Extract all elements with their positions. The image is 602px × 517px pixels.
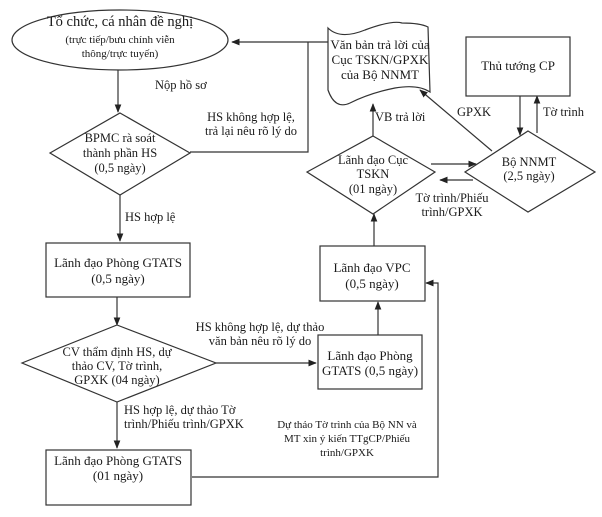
label-reply: VB trả lời [375, 110, 426, 124]
vpc-lead-line-2: (0,5 ngày) [345, 276, 398, 291]
label-valid-draft-2: trình/Phiếu trình/GPXK [124, 417, 244, 431]
label-submission: Tờ trình [543, 105, 585, 119]
gtats-lead-1-line-1: Lãnh đạo Phòng GTATS [54, 255, 182, 270]
label-gpxk: GPXK [457, 105, 491, 119]
node-gtats-lead-3: Lãnh đạo Phòng GTATS (01 ngày) [45, 449, 192, 506]
edge-bpmc-to-applicant [190, 42, 309, 153]
edge-gtats-lead-3-to-vpc [192, 279, 439, 478]
label-to-dept-1: Tờ trình/Phiếu [416, 191, 490, 205]
label-invalid-draft-2: văn bản nêu rõ lý do [209, 334, 311, 348]
node-reply-doc: Văn bản trả lời của Cục TSKN/GPXK của Bộ… [327, 21, 431, 106]
label-invalid-draft-1: HS không hợp lệ, dự thảo [196, 320, 325, 334]
label-to-dept-2: trình/GPXK [421, 205, 482, 219]
node-dept-head: Lãnh đạo Cục TSKN (01 ngày) [305, 135, 437, 215]
node-prime-minister: Thủ tướng CP [465, 36, 571, 97]
gtats-lead-2-line-2: GTATS (0,5 ngày) [322, 363, 418, 378]
nodes: Tổ chức, cá nhân đề nghị (trực tiếp/bưu … [11, 9, 597, 506]
gtats-lead-3-line-2: (01 ngày) [93, 468, 143, 483]
node-vpc-lead: Lãnh đạo VPC (0,5 ngày) [319, 245, 426, 302]
label-valid: HS hợp lệ [125, 210, 176, 224]
label-draft-to-vpc-3: trình/GPXK [320, 447, 374, 459]
node-ministry: Bộ NNMT (2,5 ngày) [463, 130, 597, 213]
node-bpmc-review: BPMC rà soát thành phần HS (0,5 ngày) [48, 112, 192, 196]
dept-head-line-2: TSKN [357, 167, 390, 181]
cv-line-1: CV thẩm định HS, dự [63, 345, 173, 359]
bpmc-line-2: thành phần HS [83, 146, 157, 160]
node-applicant: Tổ chức, cá nhân đề nghị (trực tiếp/bưu … [11, 9, 229, 71]
reply-doc-line-3: của Bộ NNMT [341, 67, 419, 82]
node-gtats-lead-1: Lãnh đạo Phòng GTATS (0,5 ngày) [45, 242, 191, 298]
applicant-sub-2: thông/trực tuyến) [82, 48, 159, 60]
bpmc-line-3: (0,5 ngày) [94, 161, 145, 175]
label-submit: Nộp hồ sơ [155, 78, 207, 92]
cv-line-3: GPXK (04 ngày) [74, 373, 159, 387]
applicant-sub-1: (trực tiếp/bưu chính viễn [65, 34, 175, 46]
dept-head-line-1: Lãnh đạo Cục [338, 153, 409, 167]
dept-head-line-3: (01 ngày) [349, 182, 397, 196]
gtats-lead-3-line-1: Lãnh đạo Phòng GTATS [54, 453, 182, 468]
ministry-line-1: Bộ NNMT [502, 155, 557, 169]
label-draft-to-vpc-1: Dự thảo Tờ trình của Bộ NN và [277, 419, 417, 431]
ministry-line-2: (2,5 ngày) [503, 169, 554, 183]
applicant-title: Tổ chức, cá nhân đề nghị [47, 14, 193, 30]
node-gtats-lead-2: Lãnh đạo Phòng GTATS (0,5 ngày) [317, 334, 423, 390]
node-cv-appraisal: CV thẩm định HS, dự thảo CV, Tờ trình, G… [20, 324, 218, 403]
pm-label: Thủ tướng CP [481, 58, 555, 73]
vpc-lead-line-1: Lãnh đạo VPC [333, 260, 410, 275]
reply-doc-line-1: Văn bản trả lời của [330, 37, 430, 52]
label-invalid-return-1: HS không hợp lệ, [207, 110, 295, 124]
label-valid-draft-1: HS hợp lệ, dự thảo Tờ [124, 403, 236, 417]
label-draft-to-vpc-2: MT xin ý kiến TTgCP/Phiếu [284, 433, 411, 445]
edge-labels: Nộp hồ sơ HS không hợp lệ, trả lại nêu r… [124, 78, 585, 459]
bpmc-line-1: BPMC rà soát [85, 131, 156, 145]
edge-ministry-to-replydoc [419, 89, 493, 152]
cv-line-2: thảo CV, Tờ trình, [72, 359, 163, 373]
reply-doc-line-2: Cục TSKN/GPXK [332, 52, 430, 67]
gtats-lead-1-line-2: (0,5 ngày) [91, 271, 144, 286]
edges [113, 38, 541, 478]
label-invalid-return-2: trả lại nêu rõ lý do [205, 124, 297, 138]
gtats-lead-2-line-1: Lãnh đạo Phòng [327, 348, 413, 363]
